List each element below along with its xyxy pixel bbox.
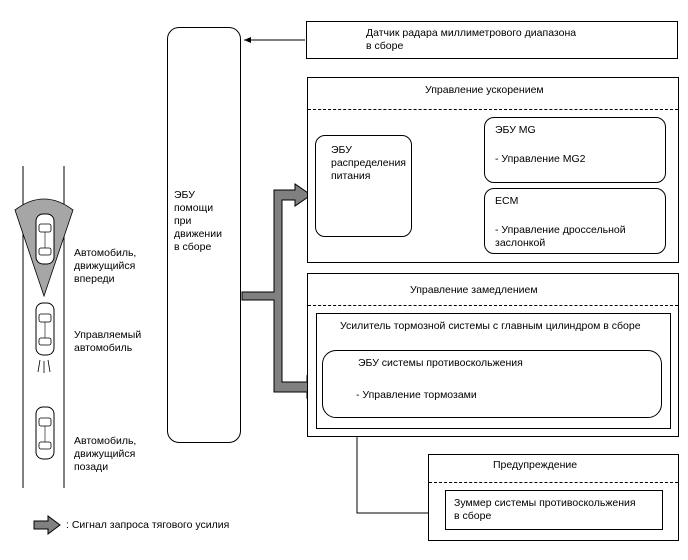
ecm-desc: - Управление дроссельной заслонкой [495, 224, 626, 249]
skid-control-ecu-title: ЭБУ системы противоскольжения [358, 357, 523, 369]
driving-support-ecu-label: ЭБУ помощи при движении в сборе [174, 189, 222, 253]
front-vehicle-label: Автомобиль, движущийся впереди [74, 247, 137, 285]
traction-request-arrow [241, 183, 324, 399]
power-distribution-ecu-box [315, 135, 412, 237]
driving-support-ecu-box [167, 27, 241, 443]
warning-title: Предупреждение [493, 459, 578, 471]
radar-sensor-label: Датчик радара миллиметрового диапазона в… [366, 27, 577, 52]
own-car-icon [35, 302, 55, 373]
ecm-box [484, 188, 666, 254]
legend-label: : Сигнал запроса тягового усилия [66, 519, 230, 531]
deceleration-control-title: Управление замедлением [410, 284, 538, 296]
buzzer-label: Зуммер системы противоскольжения в сборе [454, 497, 636, 522]
skid-to-buzzer-line [356, 418, 433, 514]
brake-booster-label: Усилитель тормозной системы с главным ци… [340, 320, 641, 332]
rear-car-icon [35, 406, 55, 460]
acceleration-control-title: Управление ускорением [425, 84, 544, 96]
deceleration-divider [308, 305, 678, 306]
skid-control-ecu-desc: - Управление тормозами [356, 389, 477, 401]
rear-vehicle-label: Автомобиль, движущийся позади [74, 435, 137, 473]
acceleration-divider [308, 109, 678, 110]
skid-control-ecu-box [322, 350, 662, 418]
own-vehicle-label: Управляемый автомобиль [74, 329, 142, 354]
warning-divider [429, 482, 678, 483]
legend-arrow-icon [33, 515, 61, 535]
ecm-title: ECM [495, 195, 519, 207]
buzzer-box [445, 490, 663, 530]
mg-ecu-desc: - Управление MG2 [495, 153, 586, 165]
mg-ecu-box [484, 117, 666, 183]
radar-sensor-box [306, 21, 678, 59]
front-car-icon [35, 213, 55, 265]
mg-ecu-title: ЭБУ MG [495, 124, 536, 136]
power-distribution-ecu-label: ЭБУ распределения питания [331, 144, 406, 182]
